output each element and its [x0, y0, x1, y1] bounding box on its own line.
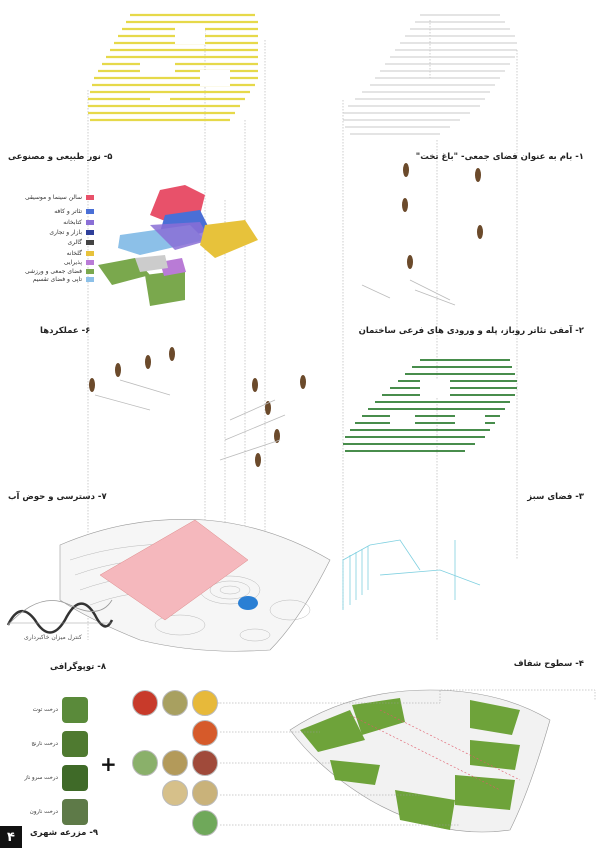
tree-label: درخت نارون [29, 809, 58, 815]
legend-label: فضای جمعی و ورزشی [24, 268, 82, 275]
yellow-roof-layer [88, 13, 258, 122]
heading-functions: ۶- عملکردها [40, 326, 91, 336]
water-pond [238, 596, 258, 610]
stairs-left [94, 279, 456, 461]
heading-amphitheater: ۲- آمفی تئاتر روباز، پله و ورودی های فرع… [358, 326, 584, 336]
heading-topography: ۸- توپوگرافی [50, 662, 107, 672]
field-photo [132, 750, 158, 776]
heading-access-pond: ۷- دسترسی و حوض آب [8, 492, 107, 502]
legend-swatch [86, 209, 94, 214]
legend-label: گالری [67, 239, 82, 246]
tree-photo [62, 799, 88, 825]
functions-block [98, 185, 258, 306]
legend-label: تاپی و فضای تقسیم [32, 276, 82, 283]
green-roof-openings [390, 380, 485, 427]
herb-photo [162, 690, 188, 716]
legend-swatch [86, 269, 94, 274]
legend-item: تاپی و فضای تقسیم [33, 276, 82, 283]
heading-transparent-surfaces: ۴- سطوح شفاف [513, 659, 584, 669]
legend-item: سالن سینما و موسیقی [25, 194, 82, 201]
plus-icon: + [100, 752, 117, 776]
topography-caption: کنترل میزان خاکبرداری [24, 634, 82, 641]
legend-item: بازار و تجاری [49, 229, 82, 236]
tree-label: درخت توت [32, 707, 58, 713]
heading-light: ۵- نور طبیعی و مصنوعی [8, 152, 113, 162]
legend-label: سالن سینما و موسیقی [24, 194, 82, 201]
tree-label: درخت سرو ناز [24, 775, 58, 781]
corn-photo [192, 690, 218, 716]
grain-photo [162, 780, 188, 806]
legend-swatch [86, 251, 94, 256]
yellow-roof-openings [140, 26, 230, 105]
legend-label: بازار و تجاری [49, 229, 82, 236]
barley-photo [192, 780, 218, 806]
legend-label: تئاتر و کافه [54, 208, 82, 215]
onion-photo [192, 750, 218, 776]
tomato-photo [132, 690, 158, 716]
projection-lines-left [87, 30, 266, 640]
legend-item: فضای جمعی و ورزشی [25, 268, 82, 275]
grey-roof-layer [343, 14, 517, 135]
legend-label: کتابخانه [63, 219, 82, 226]
legend-item: گلخانه [67, 250, 82, 257]
legend-swatch [86, 277, 94, 282]
pink-plaza [99, 519, 249, 621]
tree-photo [62, 731, 88, 757]
green-roof-layer [343, 359, 517, 452]
heading-green-space: ۳- فضای سبز [527, 492, 584, 502]
tree-photo [62, 697, 88, 723]
tree-label: درخت نارنج [31, 741, 58, 747]
tree-photo [62, 765, 88, 791]
heading-urban-farm: ۹- مزرعه شهری [30, 828, 99, 838]
legend-swatch [86, 195, 94, 200]
legend-item: کتابخانه [63, 219, 82, 226]
page-number: ۴ [0, 826, 22, 848]
wheat-photo [162, 750, 188, 776]
grass-photo [192, 810, 218, 836]
topography-section [6, 599, 114, 634]
glass-surfaces [342, 539, 481, 610]
legend-item: تئاتر و کافه [54, 208, 82, 215]
legend-item: گالری [67, 239, 82, 246]
cherry-tomato-photo [192, 720, 218, 746]
legend-label: پذیرایی [63, 259, 82, 266]
legend-item: پذیرایی [64, 259, 82, 266]
legend-swatch [86, 260, 94, 265]
green-terrain-shell [289, 689, 551, 833]
legend-swatch [86, 240, 94, 245]
legend-swatch [86, 230, 94, 235]
terrain-mass [59, 518, 331, 652]
legend-swatch [86, 220, 94, 225]
heading-roof-garden: ۱- بام به عنوان فضای جمعی- "باغ تخت" [415, 152, 584, 162]
tree-icons-left [89, 163, 483, 467]
legend-label: گلخانه [66, 250, 82, 257]
